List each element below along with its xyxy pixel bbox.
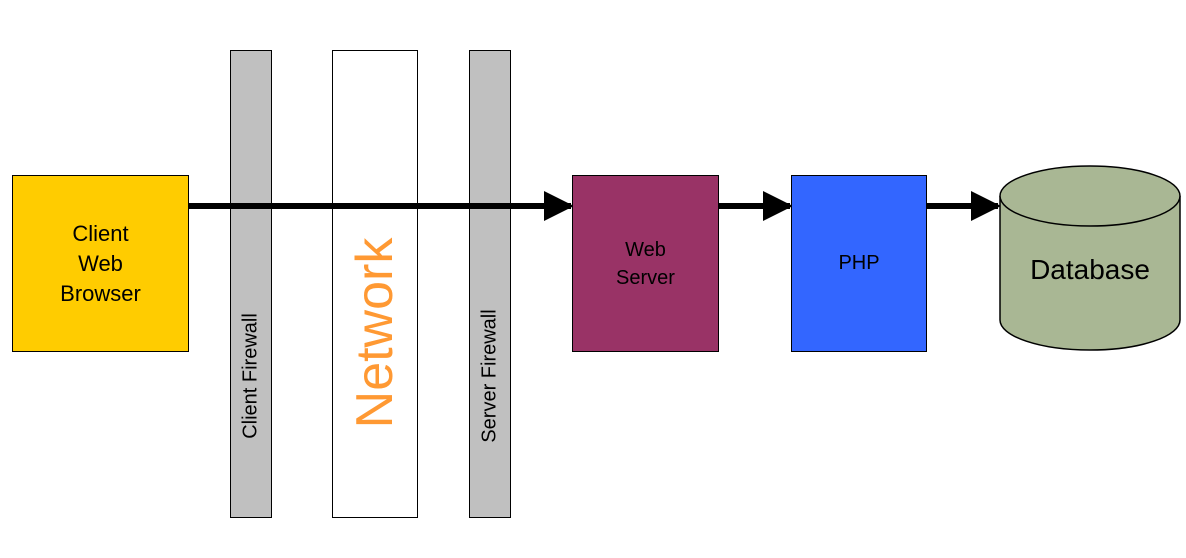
server-firewall-label: Server Firewall	[478, 309, 501, 443]
client-firewall-bar	[230, 50, 272, 518]
php-label: PHP	[838, 252, 880, 274]
client-label-line: Web	[78, 250, 123, 276]
client-web-browser-box: Client Web Browser	[12, 175, 189, 352]
client-label-line: Browser	[60, 280, 141, 306]
client-label-line: Client	[72, 220, 129, 246]
web-server-label-line: Server	[616, 266, 675, 289]
client-label: Client Web Browser	[60, 219, 141, 309]
network-label: Network	[346, 237, 404, 429]
server-firewall-bar	[469, 50, 511, 518]
web-server-label: Web Server	[616, 236, 675, 292]
network-bar	[332, 50, 418, 518]
client-firewall-label: Client Firewall	[239, 313, 262, 439]
database-label: Database	[1030, 254, 1150, 285]
php-box: PHP	[791, 175, 927, 352]
web-server-box: Web Server	[572, 175, 719, 352]
web-server-label-line: Web	[625, 238, 666, 261]
